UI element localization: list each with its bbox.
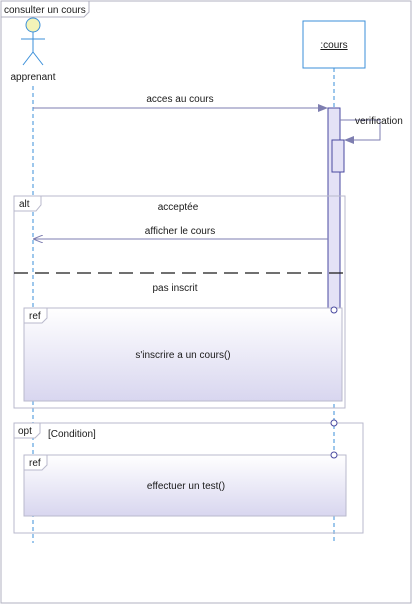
- message-verification[interactable]: verification: [340, 116, 403, 144]
- message-label: afficher le cours: [145, 226, 215, 237]
- ref-keyword: ref: [29, 311, 41, 322]
- alt-fragment: alt acceptée pas inscrit: [13, 195, 346, 409]
- actor-head: [25, 17, 41, 33]
- lifeline-gate: [330, 451, 338, 459]
- opt-guard: [Condition]: [48, 429, 96, 440]
- object-cours[interactable]: :cours: [302, 20, 366, 69]
- object-label: :cours: [320, 40, 347, 51]
- ref-effectuer-test[interactable]: ref effectuer un test(): [23, 454, 347, 517]
- lifeline-gate: [330, 306, 338, 314]
- ref-inscrire-cours[interactable]: ref s'inscrire a un cours(): [23, 307, 343, 402]
- opt-fragment: opt [Condition]: [13, 422, 364, 534]
- frame-title: consulter un cours: [4, 5, 86, 16]
- message-label: verification: [355, 116, 403, 127]
- ref-keyword: ref: [29, 458, 41, 469]
- ref-label: effectuer un test(): [147, 481, 225, 492]
- activation-bar: [327, 107, 341, 311]
- alt-keyword: alt: [19, 199, 30, 210]
- activation-bar-nested: [331, 139, 345, 173]
- ref-label: s'inscrire a un cours(): [135, 350, 230, 361]
- message-label: acces au cours: [146, 94, 213, 105]
- alt-guard-accepted: acceptée: [158, 202, 199, 213]
- actor-label: apprenant: [10, 72, 55, 83]
- actor-apprenant[interactable]: apprenant: [10, 17, 56, 83]
- opt-keyword: opt: [18, 426, 32, 437]
- lifeline-gate: [330, 419, 338, 427]
- message-afficher-le-cours[interactable]: afficher le cours: [34, 226, 328, 239]
- message-acces-au-cours[interactable]: acces au cours: [33, 94, 328, 112]
- alt-guard-not-registered: pas inscrit: [152, 283, 197, 294]
